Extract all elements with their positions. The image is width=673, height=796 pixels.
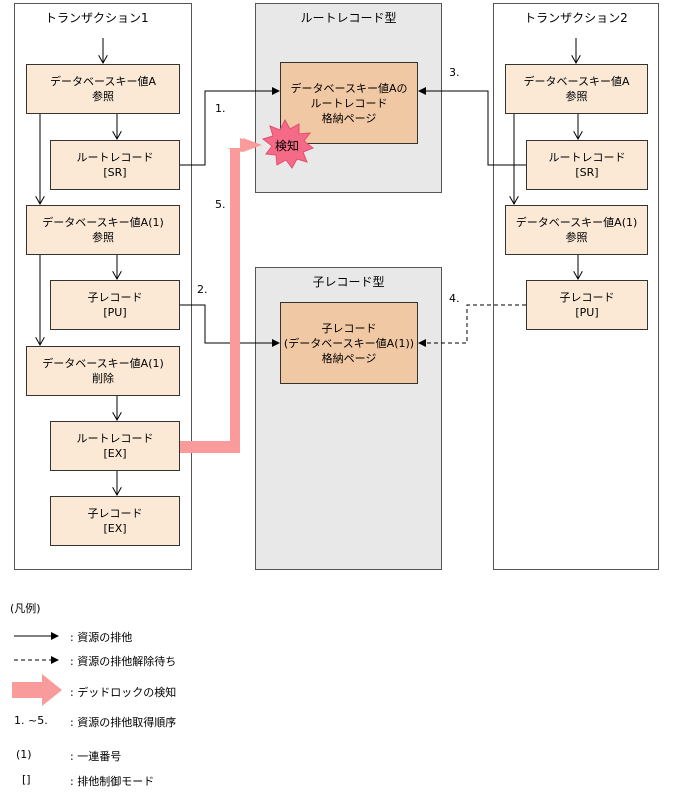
step-label-4: 4. [449, 292, 460, 305]
t1-flow-lines [40, 38, 117, 495]
legend-title: (凡例) [10, 602, 41, 615]
step-label-1: 1. [215, 102, 226, 115]
t2-child-record-pu: 子レコード[PU] [526, 280, 648, 330]
t2-flow-lines [514, 38, 578, 279]
legend-key-mode: [] [22, 773, 31, 786]
detect-burst-icon [261, 118, 314, 169]
child-record-storage-page: 子レコード(データベースキー値A(1))格納ページ [280, 302, 418, 384]
t2-ref-key-a1: データベースキー値A(1)参照 [505, 205, 648, 255]
legend-item-mode: : 排他制御モード [70, 775, 155, 788]
step-label-2: 2. [197, 283, 208, 296]
transaction1-title: トランザクション1 [45, 11, 149, 25]
child-record-type-title: 子レコード型 [312, 275, 385, 289]
t1-delete-key-a1: データベースキー値A(1)削除 [26, 346, 180, 396]
step4-wait-arrow [418, 304, 526, 347]
deadlock-detect-arrowhead [227, 138, 262, 152]
t1-root-record-sr: ルートレコード[SR] [50, 140, 180, 190]
legend-key-serial: (1) [16, 748, 32, 761]
legend-key-order: 1. ~5. [14, 714, 48, 727]
t1-root-record-ex: ルートレコード[EX] [50, 421, 180, 471]
root-record-type-title: ルートレコード型 [300, 11, 397, 25]
legend-item-order: : 資源の排他取得順序 [70, 716, 177, 729]
root-record-storage-page: データベースキー値Aのルートレコード格納ページ [280, 62, 418, 144]
step1-arrow [180, 87, 280, 166]
step-label-5: 5. [215, 198, 226, 211]
step2-arrow [180, 304, 280, 347]
deadlock-detect-arrow [180, 138, 258, 453]
legend-item-wait: : 資源の排他解除待ち [70, 655, 177, 668]
legend-item-lock: : 資源の排他 [70, 631, 133, 644]
legend-item-serial: : 一連番号 [70, 750, 122, 763]
detect-label: 検知 [275, 139, 300, 153]
legend-item-deadlock: : デッドロックの検知 [70, 686, 177, 699]
t1-ref-key-a1: データベースキー値A(1)参照 [26, 205, 180, 255]
t2-root-record-sr: ルートレコード[SR] [526, 140, 648, 190]
t1-child-record-ex: 子レコード[EX] [50, 496, 180, 546]
transaction2-title: トランザクション2 [524, 11, 628, 25]
t1-child-record-pu: 子レコード[PU] [50, 280, 180, 330]
legend-symbols [12, 632, 62, 706]
step-label-3: 3. [449, 66, 460, 79]
step3-arrow [418, 87, 526, 166]
